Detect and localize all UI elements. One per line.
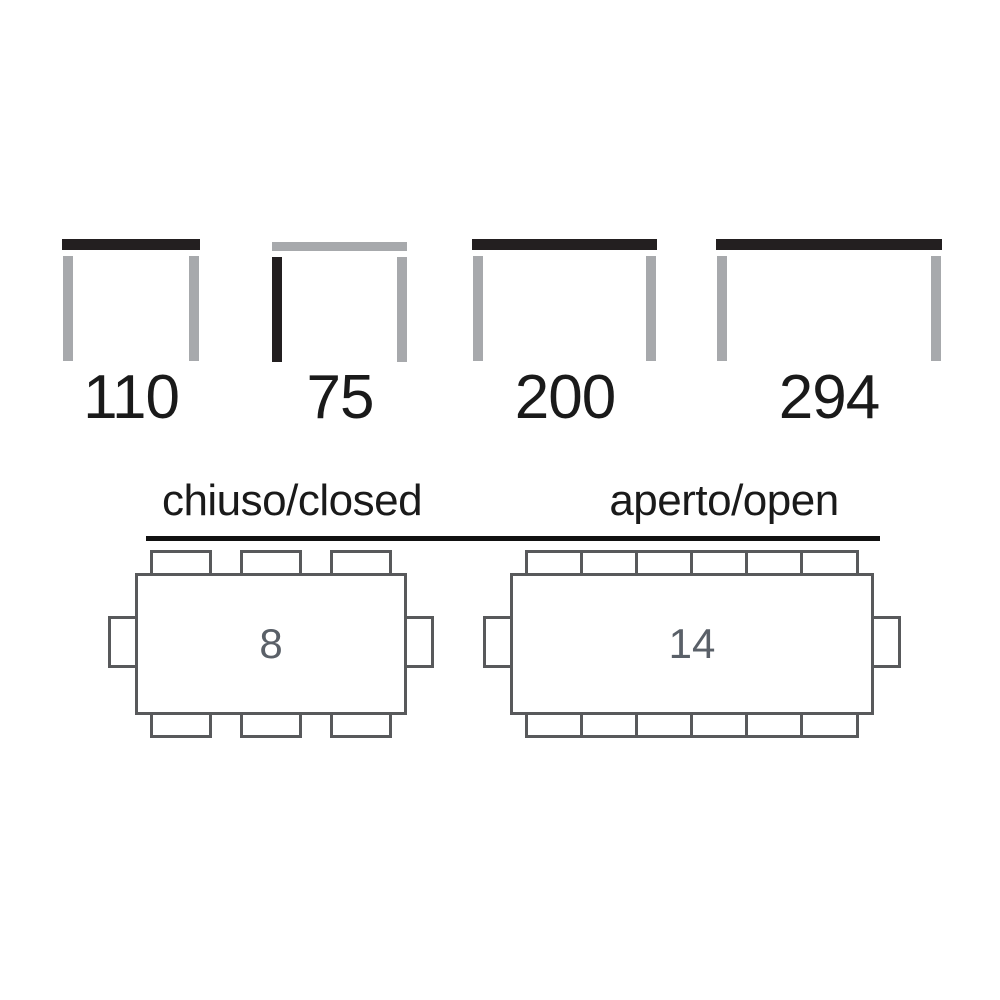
chair-bottom-3 [330,712,392,738]
caption-open: aperto/open [609,476,839,525]
chair-bottom-2 [240,712,302,738]
elevation-75-top-bar [272,242,407,251]
chair-top-2 [240,550,302,576]
elevation-200 [472,239,657,363]
chair-right-1 [871,616,901,668]
chair-bottom-5 [745,712,804,738]
chair-top-4 [690,550,749,576]
dimension-label-294: 294 [778,363,880,432]
elevation-200-leg-left [473,256,483,361]
caption-closed: chiuso/closed [161,476,423,525]
seat-count-open: 14 [668,620,716,667]
chair-bottom-3 [635,712,694,738]
chair-left-1 [483,616,513,668]
caption-underline-rule [146,536,880,541]
chair-right-1 [404,616,434,668]
elevation-294-leg-right [931,256,941,361]
elevation-110-leg-right [189,256,199,361]
elevation-110 [62,239,200,363]
chair-bottom-4 [690,712,749,738]
plan-open: 14 [483,550,903,750]
elevation-200-leg-right [646,256,656,361]
elevation-110-leg-left [63,256,73,361]
dimension-label-75: 75 [306,363,375,432]
seat-count-closed: 8 [259,620,283,667]
tabletop-open [510,573,874,715]
tabletop-closed [135,573,407,715]
elevation-200-top-bar [472,239,657,250]
elevation-294-top-bar [716,239,942,250]
chair-bottom-1 [525,712,584,738]
dimension-label-200: 200 [514,363,616,432]
chair-bottom-2 [580,712,639,738]
plan-closed: 8 [108,550,438,750]
elevation-110-top-bar [62,239,200,250]
elevation-75-leg-right [397,257,407,362]
chair-bottom-6 [800,712,859,738]
elevation-75-leg-left [272,257,282,362]
dimension-label-110: 110 [83,363,180,432]
chair-bottom-1 [150,712,212,738]
elevation-75 [272,242,407,363]
elevation-294-leg-left [717,256,727,361]
elevation-294 [716,239,942,363]
chair-left-1 [108,616,138,668]
